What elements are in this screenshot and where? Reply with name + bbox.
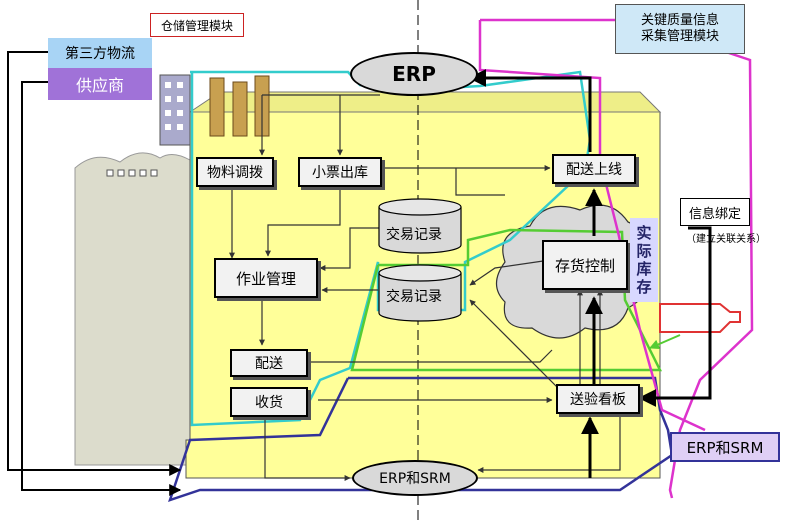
- external-flow-lines: [7, 51, 182, 496]
- cylinder-icon: [378, 198, 462, 254]
- info-binding-box: 信息绑定: [680, 198, 750, 226]
- transaction-record-cylinder-2: 交易记录: [378, 264, 462, 322]
- operation-management-box: 作业管理: [214, 258, 318, 298]
- quality-module-callout: 关键质量信息 采集管理模块: [615, 4, 745, 54]
- actual-inventory-label: 实际库存: [630, 218, 658, 302]
- cylinder-icon: [378, 264, 462, 322]
- delivery-box: 配送: [230, 349, 308, 377]
- quality-module-line1: 关键质量信息: [640, 12, 719, 28]
- inventory-control-box: 存货控制: [542, 240, 628, 290]
- supplier-label: 供应商: [48, 68, 152, 100]
- transaction-record-label-2: 交易记录: [386, 289, 442, 305]
- boundary-green: [350, 228, 663, 372]
- green-pointer: [649, 334, 681, 350]
- bold-flow-arrows: [468, 69, 712, 478]
- erp-srm-right-label: ERP和SRM: [670, 432, 780, 462]
- warehouse-module-callout: 仓储管理模块: [150, 13, 244, 37]
- erp-srm-bottom-ellipse: ERP和SRM: [352, 460, 478, 496]
- delivery-online-box: 配送上线: [552, 154, 636, 184]
- red-outline-shape: [659, 303, 741, 333]
- association-note: （建立关联关系）: [686, 234, 766, 245]
- transaction-record-label-1: 交易记录: [386, 227, 442, 243]
- third-party-logistics-label: 第三方物流: [48, 38, 152, 68]
- receiving-box: 收货: [230, 387, 308, 417]
- inspection-board-box: 送验看板: [556, 384, 640, 414]
- internal-flow-arrows: [229, 94, 621, 481]
- warehouse-side-building: [74, 152, 191, 466]
- transaction-record-cylinder-1: 交易记录: [378, 198, 462, 254]
- material-transfer-box: 物料调拨: [196, 157, 274, 187]
- small-ticket-out-box: 小票出库: [298, 157, 382, 187]
- erp-top-ellipse: ERP: [350, 52, 478, 96]
- quality-module-line2: 采集管理模块: [640, 29, 719, 44]
